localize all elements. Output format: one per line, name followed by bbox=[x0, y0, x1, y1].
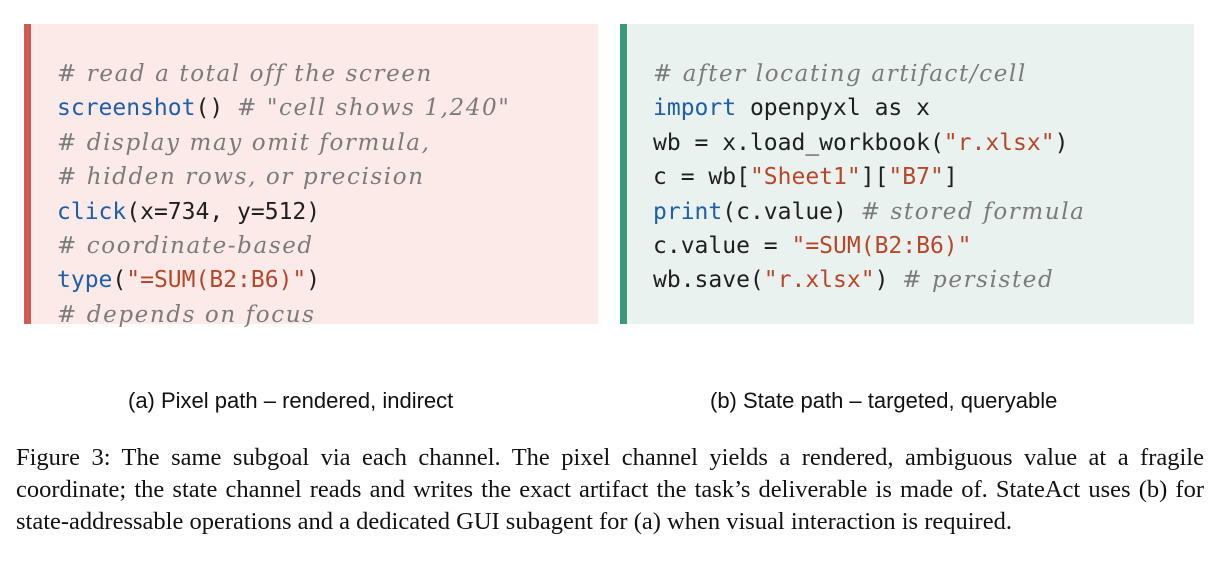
code-line: # hidden rows, or precision bbox=[57, 160, 598, 194]
code-keyword: print bbox=[653, 198, 723, 225]
code-comment: # read a total off the screen bbox=[57, 61, 433, 87]
code-comment: # after locating artifact/cell bbox=[653, 61, 1027, 87]
code-line: c.value = "=SUM(B2:B6)" bbox=[653, 229, 1194, 263]
code-string: "B7" bbox=[888, 164, 944, 191]
code-keyword: import bbox=[653, 95, 737, 122]
code-text: ][ bbox=[860, 164, 889, 191]
code-line: # depends on focus bbox=[57, 298, 598, 332]
code-panel-state-path: # after locating artifact/cell import ope… bbox=[620, 24, 1194, 324]
code-line: wb = x.load_workbook("r.xlsx") bbox=[653, 126, 1194, 160]
code-line: # read a total off the screen bbox=[57, 57, 598, 91]
code-text: c = wb[ bbox=[653, 164, 750, 191]
subcaption-a: (a) Pixel path – rendered, indirect bbox=[128, 388, 454, 413]
code-line: # display may omit formula, bbox=[57, 126, 598, 160]
code-text: ) bbox=[306, 267, 321, 294]
code-string: "r.xlsx" bbox=[763, 267, 875, 294]
code-keyword: type bbox=[57, 267, 113, 294]
code-line: # after locating artifact/cell bbox=[653, 57, 1194, 91]
code-line: c = wb["Sheet1"]["B7"] bbox=[653, 160, 1194, 194]
code-comment: # persisted bbox=[902, 267, 1055, 294]
code-text: openpyxl as x bbox=[736, 95, 930, 122]
code-line: import openpyxl as x bbox=[653, 91, 1194, 125]
code-text: (x=734, y=512) bbox=[126, 198, 321, 225]
code-line: screenshot() # "cell shows 1,240" bbox=[57, 91, 598, 125]
figure-caption: Figure 3: The same subgoal via each chan… bbox=[16, 444, 1204, 536]
code-comment: # display may omit formula, bbox=[57, 129, 431, 156]
code-string: "r.xlsx" bbox=[943, 129, 1055, 156]
code-line: wb.save("r.xlsx") # persisted bbox=[653, 263, 1194, 297]
code-text: ] bbox=[943, 164, 958, 191]
code-line: click(x=734, y=512) bbox=[57, 195, 598, 229]
code-string: "Sheet1" bbox=[749, 164, 861, 191]
code-line: # coordinate-based bbox=[57, 229, 598, 263]
code-text: ) bbox=[874, 267, 903, 294]
code-comment: # "cell shows 1,240" bbox=[237, 95, 511, 122]
code-text: () bbox=[195, 95, 238, 122]
code-text: ( bbox=[112, 267, 127, 294]
code-text: c.value = bbox=[653, 232, 792, 259]
code-comment: # hidden rows, or precision bbox=[57, 164, 425, 191]
subcaption-b: (b) State path – targeted, queryable bbox=[710, 388, 1058, 413]
code-text: (c.value) bbox=[722, 198, 861, 225]
code-line: type("=SUM(B2:B6)") bbox=[57, 263, 598, 297]
code-string: "=SUM(B2:B6)" bbox=[791, 232, 972, 259]
code-text: wb.save( bbox=[653, 267, 764, 294]
code-text: wb = x.load_workbook( bbox=[653, 129, 944, 156]
code-line: print(c.value) # stored formula bbox=[653, 195, 1194, 229]
code-text: ) bbox=[1054, 129, 1069, 156]
code-keyword: screenshot bbox=[57, 95, 196, 122]
code-string: "=SUM(B2:B6)" bbox=[126, 267, 307, 294]
code-comment: # coordinate-based bbox=[57, 232, 314, 259]
code-comment: # depends on focus bbox=[57, 301, 316, 328]
code-keyword: click bbox=[57, 198, 127, 225]
code-comment: # stored formula bbox=[860, 198, 1086, 225]
